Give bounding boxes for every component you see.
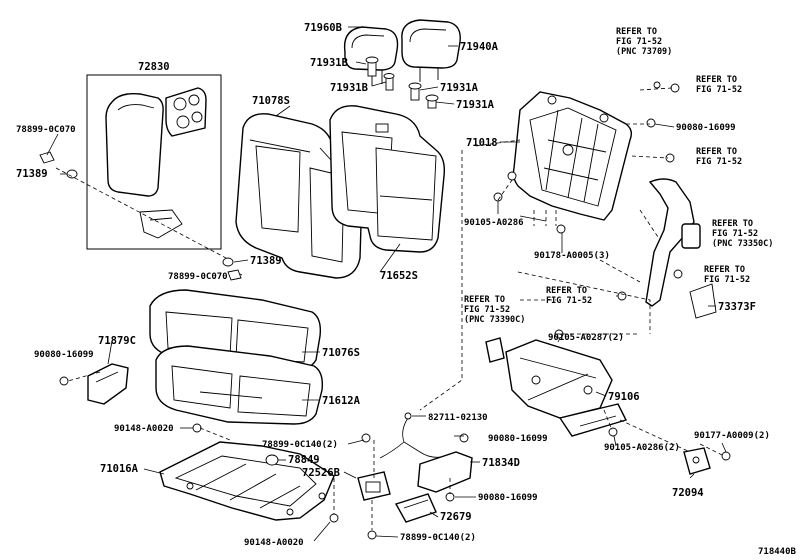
seat-adjuster-79106: [485, 337, 627, 437]
headrest-71940a: [401, 19, 461, 82]
refer-note-6: REFER TO FIG 71-52 (PNC 73390C): [464, 295, 525, 325]
assembly-lines: [55, 87, 725, 530]
refer-note-3: REFER TO FIG 71-52: [696, 147, 742, 167]
trim-72679: [394, 493, 437, 523]
label-90080-16099-c: 90080-16099: [488, 434, 548, 444]
headrest-guide-71931b: [365, 56, 395, 91]
label-71931b-b: 71931B: [330, 82, 368, 94]
reference-notes: REFER TO FIG 71-52 (PNC 73709) REFER TO …: [464, 27, 773, 325]
leader-lines: [46, 26, 727, 542]
label-71931b-a: 71931B: [310, 57, 348, 69]
label-71834d: 71834D: [482, 457, 520, 469]
bracket-72094: [683, 447, 711, 475]
label-82711-02130: 82711-02130: [428, 413, 488, 423]
label-78899-0c070-b: 78899-0C070: [168, 272, 228, 282]
label-71389-b: 71389: [250, 255, 282, 267]
label-78899-0c070-a: 78899-0C070: [16, 125, 76, 135]
seat-frame-71016a: [159, 441, 335, 521]
seat-cushion-pad-71612a: [155, 345, 324, 425]
label-71931a-a: 71931A: [440, 82, 479, 94]
label-72094: 72094: [672, 487, 704, 499]
label-71076s: 71076S: [322, 347, 360, 359]
trim-71879c: [87, 363, 129, 405]
label-90080-16099-b: 90080-16099: [34, 350, 94, 360]
label-90105-a0287: 90105-A0287(2): [548, 333, 624, 343]
label-71016a: 71016A: [100, 463, 139, 475]
label-78849: 78849: [288, 454, 320, 466]
diagram-code: 718440B: [758, 547, 797, 557]
label-79106: 79106: [608, 391, 640, 403]
refer-note-5: REFER TO FIG 71-52: [704, 265, 750, 285]
clip-78849: [265, 454, 279, 466]
label-71940a: 71940A: [460, 41, 499, 53]
cable-82711: [379, 412, 447, 459]
seatback-pad-71652s: [329, 105, 446, 253]
label-78899-0c140-b: 78899-0C140(2): [400, 533, 476, 543]
label-72830: 72830: [138, 61, 170, 73]
label-71960b: 71960B: [304, 22, 342, 34]
label-90177-a0009: 90177-A0009(2): [694, 431, 770, 441]
fasteners: [59, 81, 731, 540]
hinge-cover-72526b: [357, 471, 391, 501]
label-78899-0c140-a: 78899-0C140(2): [262, 440, 338, 450]
refer-note-1: REFER TO FIG 71-52 (PNC 73709): [616, 27, 672, 57]
label-90080-16099-d: 90080-16099: [478, 493, 538, 503]
armrest-72830: [105, 87, 207, 239]
label-71931a-b: 71931A: [456, 99, 495, 111]
label-71018: 71018: [466, 137, 498, 149]
label-71879c: 71879C: [98, 335, 136, 347]
refer-note-2: REFER TO FIG 71-52: [696, 75, 742, 95]
label-90080-16099-a: 90080-16099: [676, 123, 736, 133]
label-90105-a0286-a: 90105-A0286: [464, 218, 524, 228]
refer-note-7: REFER TO FIG 71-52: [546, 286, 592, 306]
headrest-guide-71931a: [408, 82, 439, 109]
label-72679: 72679: [440, 511, 472, 523]
trim-71834d: [417, 451, 473, 493]
label-71078s: 71078S: [252, 95, 290, 107]
part-labels: 71960B 71940A 71931B 71931B 71931A 71931…: [16, 22, 797, 557]
label-71612a: 71612A: [322, 395, 361, 407]
seat-belt-assembly: [645, 178, 717, 319]
label-90148-a0020-a: 90148-A0020: [114, 424, 174, 434]
label-73373f: 73373F: [718, 301, 756, 313]
armrest-group-box: [86, 74, 222, 250]
seatback-frame-71018: [507, 91, 633, 221]
label-71389-a: 71389: [16, 168, 48, 180]
refer-note-4: REFER TO FIG 71-52 (PNC 73350C): [712, 219, 773, 249]
label-72526b: 72526B: [302, 467, 340, 479]
label-90105-a0286-b: 90105-A0286(2): [604, 443, 680, 453]
label-90148-a0020-b: 90148-A0020: [244, 538, 304, 548]
bolts-71389: [39, 151, 242, 281]
label-90178-a0005: 90178-A0005(3): [534, 251, 610, 261]
label-71652s: 71652S: [380, 270, 418, 282]
